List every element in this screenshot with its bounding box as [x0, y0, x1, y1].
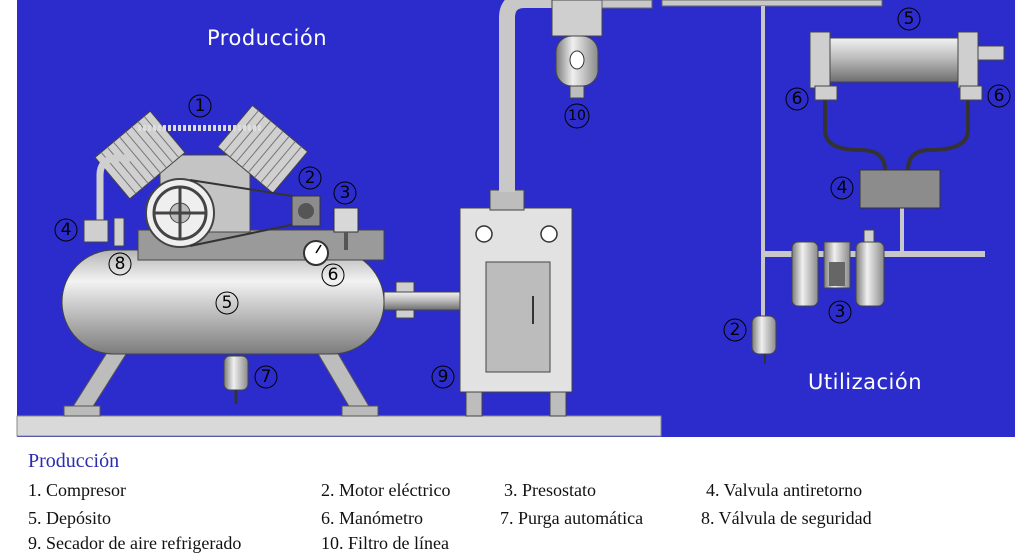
callout-9-text: 9 [438, 367, 449, 387]
callout-u-2: 2 [723, 318, 747, 342]
callout-4-text: 4 [61, 220, 72, 240]
compressor-outlet-pipe [96, 154, 130, 225]
directional-valve [859, 169, 941, 209]
callout-2-text: 2 [305, 168, 316, 188]
tank-to-dryer-pipe [383, 291, 461, 311]
callout-10-text: 10 [568, 108, 586, 124]
callout-2: 2 [298, 166, 322, 190]
pneumatic-cylinder [819, 37, 979, 83]
callout-6: 6 [321, 263, 345, 287]
hose-right [906, 98, 970, 171]
callout-u-6-right: 6 [987, 84, 1011, 108]
legend-item: 6. Manómetro [321, 508, 423, 528]
callout-u-6-left: 6 [785, 87, 809, 111]
flow-valve-left [814, 85, 838, 101]
callout-3: 3 [333, 181, 357, 205]
callout-u-3-text: 3 [835, 302, 846, 322]
callout-10: 10 [564, 103, 590, 129]
callout-u-4: 4 [830, 176, 854, 200]
callout-u-6-right-text: 6 [994, 86, 1005, 106]
refrigerated-dryer [459, 189, 573, 417]
callout-u-5: 5 [897, 7, 921, 31]
callout-5: 5 [215, 291, 239, 315]
drop-drain [751, 315, 777, 355]
dryer-gauge-right [540, 225, 558, 243]
tank-foot-left [63, 405, 101, 417]
pneumatic-system-diagram: 1 2 3 4 5 6 7 8 9 10 5 6 6 4 3 2 [16, 0, 1015, 437]
legend: Producción 1. Compresor 2. Motor eléctri… [0, 440, 1026, 553]
cylinder-left [94, 110, 186, 200]
hose-left [823, 98, 887, 171]
callout-1-text: 1 [195, 96, 206, 116]
compressor-unit [61, 104, 461, 417]
production-section-label: Producción [207, 26, 328, 50]
legend-item: 10. Filtro de línea [321, 533, 449, 553]
callout-7-text: 7 [261, 367, 272, 387]
legend-item: 9. Secador de aire refrigerado [28, 533, 242, 553]
safety-valve [113, 217, 125, 247]
callout-6-text: 6 [328, 265, 339, 285]
legend-item: 8. Válvula de seguridad [701, 508, 872, 528]
legend-item: 3. Presostato [504, 480, 596, 500]
frl-lubricator [855, 241, 885, 307]
legend-item: 5. Depósito [28, 508, 111, 528]
legend-item: 1. Compresor [28, 480, 126, 500]
tank-drain [223, 355, 249, 391]
legend-title: Producción [28, 450, 120, 472]
legend-item: 4. Valvula antiretorno [706, 480, 863, 500]
legend-item: 7. Purga automática [500, 508, 644, 528]
pressure-switch [333, 207, 359, 233]
callout-5-text: 5 [222, 293, 233, 313]
callout-u-2-text: 2 [730, 320, 741, 340]
main-air-line [601, 0, 653, 9]
check-valve [83, 219, 109, 243]
callout-7: 7 [254, 365, 278, 389]
floor-slab [16, 415, 662, 437]
line-filter [551, 0, 603, 99]
flow-valve-right [959, 85, 983, 101]
header-pipe [661, 0, 883, 7]
frl-filter [791, 241, 819, 307]
callout-4: 4 [54, 218, 78, 242]
callout-9: 9 [431, 365, 455, 389]
callout-u-3: 3 [828, 300, 852, 324]
tank-foot-right [341, 405, 379, 417]
callout-8: 8 [108, 252, 132, 276]
callout-u-6-left-text: 6 [792, 89, 803, 109]
legend-item: 2. Motor eléctrico [321, 480, 451, 500]
dryer-riser-pipe [499, 0, 560, 192]
callout-1: 1 [188, 94, 212, 118]
dryer-gauge-left [475, 225, 493, 243]
utilization-circuit [751, 6, 1005, 364]
callout-u-5-text: 5 [904, 9, 915, 29]
callout-u-4-text: 4 [837, 178, 848, 198]
callout-3-text: 3 [340, 183, 351, 203]
drive-belt [189, 179, 306, 199]
callout-8-text: 8 [115, 254, 126, 274]
utilization-section-label: Utilización [808, 370, 923, 394]
